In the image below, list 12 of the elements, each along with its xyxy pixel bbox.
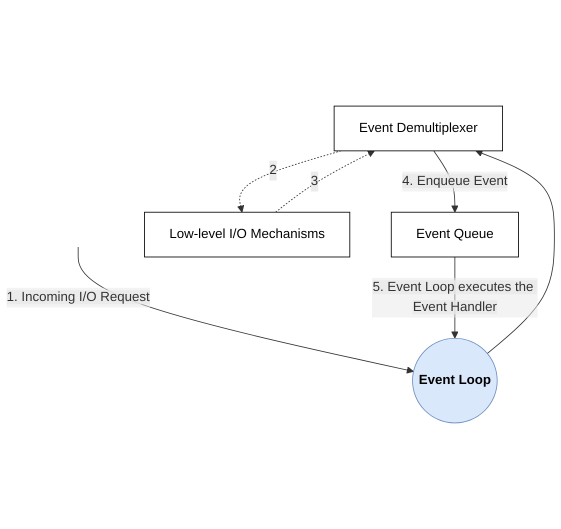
- arrow: [78, 246, 414, 374]
- edge-label: 5. Event Loop executes the Event Handler: [372, 280, 534, 314]
- edge-label: 4. Enqueue Event: [402, 174, 508, 188]
- edge-label: 1. Incoming I/O Request: [6, 290, 150, 304]
- arrow: [475, 150, 555, 354]
- node-circle: Event Loop: [412, 338, 498, 424]
- node-box: Event Demultiplexer: [334, 106, 503, 152]
- edge-label: 3: [310, 174, 318, 188]
- node-box: Low-level I/O Mechanisms: [144, 212, 350, 258]
- node-box: Event Queue: [390, 212, 519, 258]
- arrow: [275, 150, 375, 213]
- edge-label: 2: [269, 163, 277, 178]
